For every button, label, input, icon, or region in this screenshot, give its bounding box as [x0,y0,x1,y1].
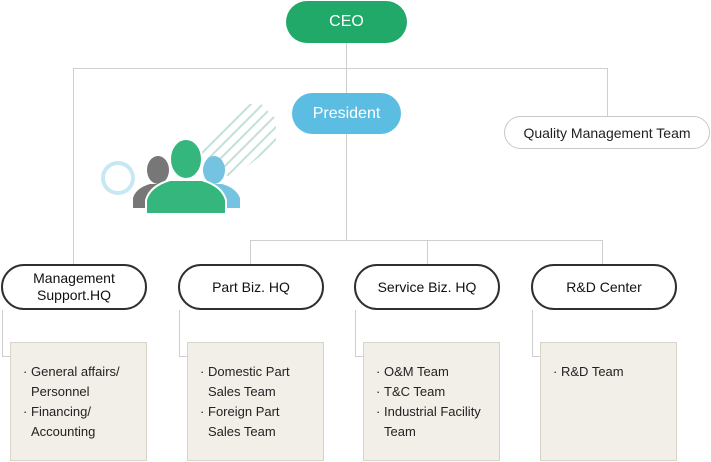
dept-rnd-center: R&D Center [531,264,677,310]
connector-drop-1 [250,240,251,264]
bracket-3-vertical [355,310,356,356]
ring-icon [101,161,135,195]
bracket-3-horizontal [355,356,363,357]
team-item: Domestic Part Sales Team [200,362,323,402]
quality-management-node: Quality Management Team [504,116,710,149]
team-box-rnd-center: R&D Team [540,342,677,461]
team-item: Foreign Part Sales Team [200,402,323,442]
team-box-management-support: General affairs/ Personnel Financing/ Ac… [10,342,147,461]
bracket-4-vertical [532,310,533,356]
dept-management-support: Management Support.HQ [1,264,147,310]
bracket-4-horizontal [532,356,540,357]
connector-president-down [346,134,347,240]
bracket-2-vertical [179,310,180,356]
team-item: Industrial Facility Team [376,402,499,442]
connector-left-vertical [73,68,74,264]
connector-mid-horizontal [250,240,603,241]
president-node: President [292,93,401,134]
ceo-node: CEO [286,1,407,43]
dept-service-biz: Service Biz. HQ [354,264,500,310]
dept-part-biz: Part Biz. HQ [178,264,324,310]
team-item: Financing/ Accounting [23,402,146,442]
connector-right-vertical [607,68,608,116]
bracket-2-horizontal [179,356,187,357]
connector-drop-2 [427,240,428,264]
team-box-part-biz: Domestic Part Sales Team Foreign Part Sa… [187,342,324,461]
team-item: R&D Team [553,362,676,382]
dept-management-support-label: Management Support.HQ [33,270,115,303]
connector-top-horizontal [73,68,608,69]
dept-service-biz-label: Service Biz. HQ [377,278,477,295]
connector-drop-3 [602,240,603,264]
dept-rnd-center-label: R&D Center [566,278,642,295]
bracket-1-vertical [2,310,3,356]
dept-part-biz-label: Part Biz. HQ [212,278,290,295]
people-group-icon [101,104,276,214]
team-item: T&C Team [376,382,499,402]
team-item: General affairs/ Personnel [23,362,146,402]
team-box-service-biz: O&M Team T&C Team Industrial Facility Te… [363,342,500,461]
team-item: O&M Team [376,362,499,382]
bracket-1-horizontal [2,356,10,357]
